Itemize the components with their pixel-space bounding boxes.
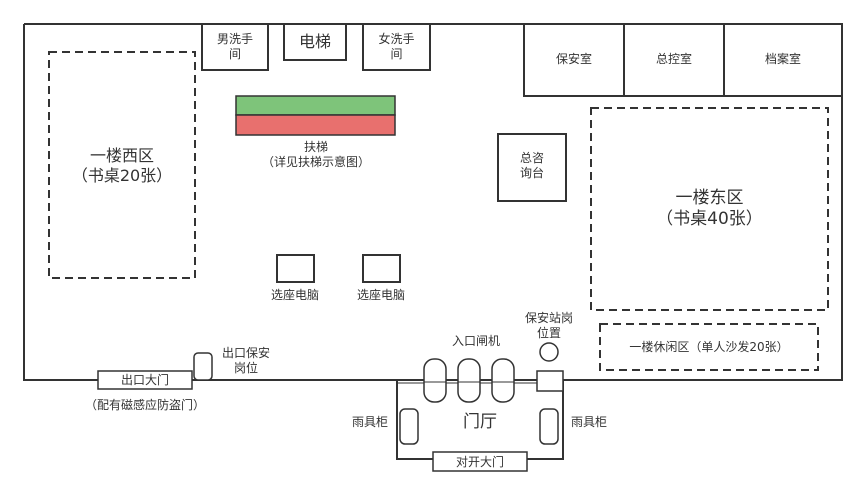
seat-pc-1 (276, 254, 315, 283)
umbrella-left-label: 雨具柜 (351, 415, 388, 429)
exit-door-note: （配有磁感应防盗门） (84, 398, 205, 412)
west-zone-boundary (48, 51, 196, 279)
lobby-label: 门厅 (463, 412, 497, 432)
control-room-label: 总控室 (655, 52, 692, 66)
entry-gate-label: 入口闸机 (451, 334, 500, 348)
info-desk-label: 总咨 询台 (519, 151, 544, 180)
elevator-label: 电梯 (298, 32, 331, 51)
escalator-label: 扶梯 （详见扶梯示意图） (261, 140, 370, 169)
umbrella-cabinet-left (399, 408, 419, 445)
exit-door-label: 出口大门 (120, 373, 169, 387)
elevator (283, 23, 347, 61)
east-zone-label: 一楼东区 （书桌40张） (656, 188, 763, 230)
mens-restroom (201, 23, 269, 71)
lounge-zone-label: 一楼休闲区（单人沙发20张） (629, 340, 789, 354)
guard-post-label: 保安站岗 位置 (524, 311, 573, 340)
turnstile-3 (491, 358, 515, 403)
lounge-zone-boundary (599, 323, 819, 371)
exit-guard-post (193, 352, 213, 381)
seat-pc-2 (362, 254, 401, 283)
double-door (432, 451, 528, 472)
turnstile-1 (423, 358, 447, 403)
info-desk (497, 133, 567, 202)
office-block (523, 23, 843, 97)
archive-room-label: 档案室 (764, 52, 801, 66)
exit-guard-label: 出口保安 岗位 (221, 346, 270, 375)
guard-post-marker (539, 342, 559, 362)
womens-restroom-label: 女洗手 间 (378, 32, 415, 61)
womens-restroom (362, 23, 431, 71)
double-door-label: 对开大门 (455, 455, 504, 469)
seat-pc-2-label: 选座电脑 (356, 288, 405, 302)
west-zone-label: 一楼西区 （书桌20张） (71, 146, 173, 185)
exit-door (97, 370, 193, 390)
umbrella-right-label: 雨具柜 (570, 415, 607, 429)
escalator-up-lane (235, 95, 396, 116)
turnstile-2 (457, 358, 481, 403)
security-room-label: 保安室 (555, 52, 592, 66)
guard-post-box (536, 370, 564, 392)
east-zone-boundary (590, 107, 829, 311)
building-outline (23, 23, 843, 381)
mens-restroom-label: 男洗手 间 (216, 32, 253, 61)
seat-pc-1-label: 选座电脑 (270, 288, 319, 302)
umbrella-cabinet-right (539, 408, 559, 445)
escalator-down-lane (235, 114, 396, 136)
